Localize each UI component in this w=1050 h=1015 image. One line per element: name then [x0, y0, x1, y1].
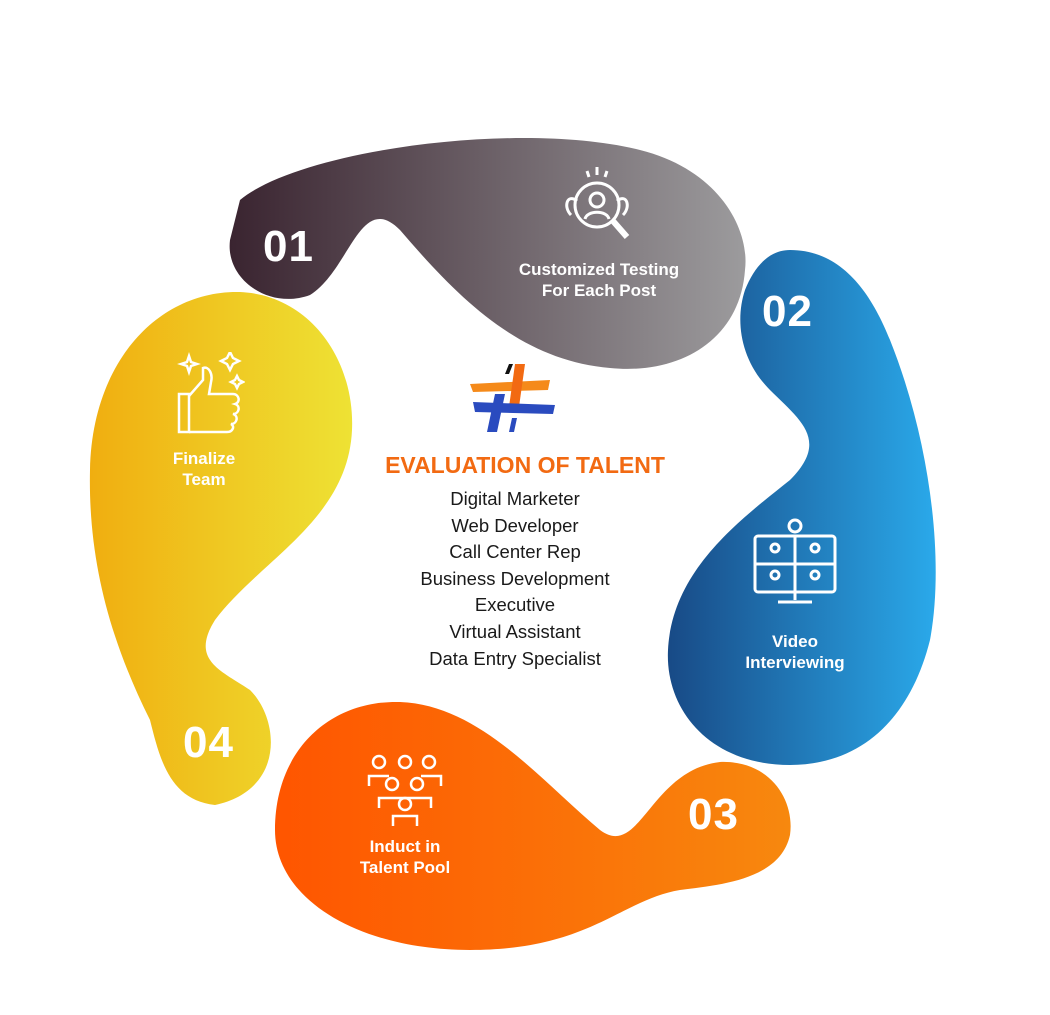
role-item: Data Entry Specialist	[429, 647, 601, 669]
role-item: Digital Marketer	[450, 488, 580, 509]
role-item: Web Developer	[451, 514, 579, 536]
step-02-number: 02	[762, 287, 813, 336]
thumbs-up-icon	[177, 352, 245, 434]
search-person-icon	[565, 167, 630, 239]
step-03-label: Induct in Talent Pool	[335, 836, 475, 878]
role-item: Call Center Rep	[449, 541, 581, 563]
label-line: Induct in	[369, 837, 441, 856]
label-line: Finalize	[172, 449, 236, 468]
role-item: Virtual Assistant	[449, 620, 581, 642]
role-item: Executive	[474, 594, 556, 616]
video-conference-icon	[753, 518, 837, 604]
label-line: Talent Pool	[359, 858, 451, 877]
center-title: EVALUATION OF TALENT	[385, 452, 665, 478]
step-01-number: 01	[263, 222, 314, 271]
label-line: Customized Testing	[518, 260, 680, 279]
label-line: For Each Post	[541, 281, 657, 300]
step-03-number: 03	[688, 790, 739, 839]
company-logo	[470, 364, 555, 432]
step-03-shape	[275, 701, 791, 950]
step-02-shape	[667, 250, 936, 765]
label-line: Video	[772, 632, 818, 651]
label-line: Team	[182, 470, 226, 489]
step-04-number: 04	[183, 718, 234, 767]
label-line: Interviewing	[745, 653, 845, 672]
role-item: Business Development	[420, 567, 610, 589]
role-list: Digital Marketer Web Developer Call Cent…	[340, 486, 690, 672]
group-icon	[367, 754, 443, 826]
step-04-shape	[89, 291, 353, 805]
